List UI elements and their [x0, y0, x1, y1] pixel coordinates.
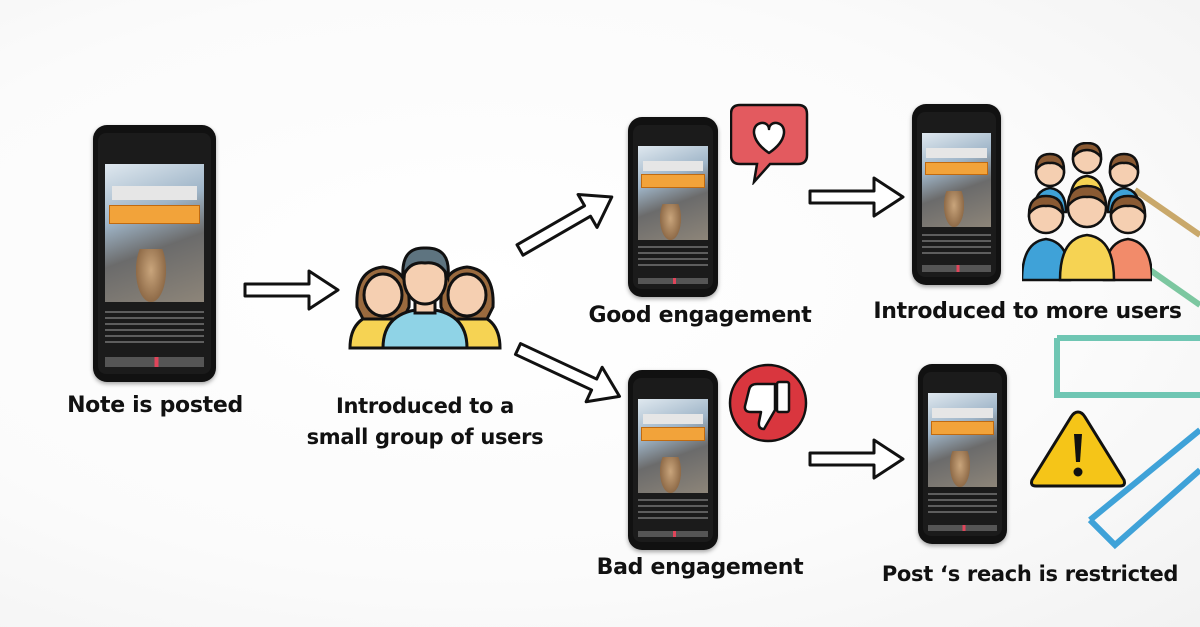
phone-posted	[93, 125, 216, 382]
user-group-icon	[348, 246, 502, 350]
phone-restricted	[918, 364, 1007, 544]
thumbs-down-icon	[728, 363, 808, 443]
phone-good-engagement	[628, 117, 718, 297]
label-note-posted: Note is posted	[67, 393, 243, 418]
label-more-users: Introduced to more users	[873, 299, 1182, 324]
label-introduced-line2: small group of users	[306, 425, 544, 449]
heart-speech-bubble-icon	[730, 103, 809, 185]
warning-triangle-icon	[1030, 410, 1126, 488]
label-introduced-line1: Introduced to a	[335, 394, 515, 418]
label-bad-engagement: Bad engagement	[596, 555, 804, 580]
phone-screen	[633, 378, 713, 542]
crowd-icon	[1022, 142, 1152, 282]
phone-screen	[917, 112, 996, 277]
phone-more-users	[912, 104, 1001, 285]
arrow-to-more-users	[808, 176, 905, 218]
phone-screen	[923, 372, 1002, 536]
arrow-to-restricted	[808, 438, 905, 480]
arrow-to-small-group	[243, 269, 340, 311]
arrow-to-good-engagement	[515, 193, 614, 257]
phone-screen	[633, 125, 713, 289]
label-good-engagement: Good engagement	[588, 303, 812, 328]
arrow-to-bad-engagement	[513, 342, 622, 404]
phone-bad-engagement	[628, 370, 718, 550]
phone-screen	[98, 133, 211, 374]
label-reach-restricted: Post ‘s reach is restricted	[881, 562, 1179, 586]
